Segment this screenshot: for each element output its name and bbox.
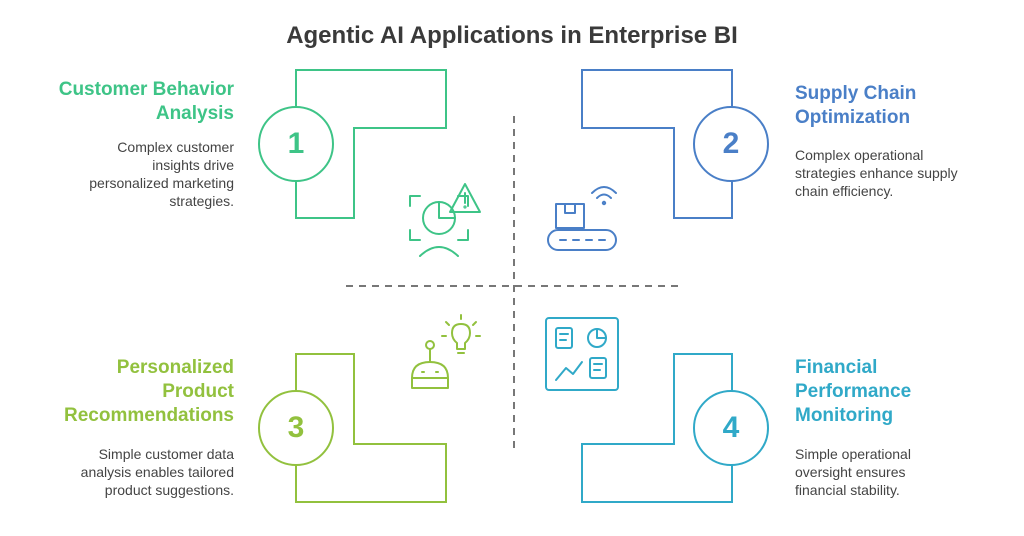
number-2: 2: [722, 127, 740, 160]
robot-lightbulb-icon: [411, 314, 481, 389]
quadrant-1-description-line: Complex customer: [117, 139, 234, 155]
quadrant-3-description: Simple customer data analysis enables ta…: [81, 445, 234, 499]
quadrant-1-title-line: Analysis: [155, 103, 234, 124]
number-circle-3: [258, 390, 334, 466]
quadrant-3-description-line: Simple customer data: [98, 446, 234, 462]
quadrant-3-title-line: Recommendations: [64, 405, 234, 426]
quadrant-1-title: Customer Behavior Analysis: [59, 78, 234, 126]
quadrant-3-description-line: analysis enables tailored: [80, 464, 234, 480]
conveyor-box-icon: [547, 186, 617, 251]
quadrant-2-title-line: Optimization: [795, 107, 911, 128]
number-4: 4: [722, 411, 740, 444]
quadrant-4-description-line: financial stability.: [795, 482, 900, 498]
quadrant-2-description-line: strategies enhance supply: [795, 165, 958, 181]
quadrant-4-description-line: Simple operational: [795, 446, 911, 462]
quadrant-4-description-line: oversight ensures: [795, 464, 906, 480]
quadrant-2-title-line: Supply Chain: [795, 83, 917, 104]
quadrant-1-description: Complex customer insights drive personal…: [89, 138, 234, 210]
quadrant-1-description-line: strategies.: [169, 193, 234, 209]
quadrant-4-title-line: Performance: [795, 381, 912, 402]
l-shape-3: [295, 353, 447, 503]
dashboard-icon: [545, 317, 619, 391]
number-circle-1: [258, 106, 334, 182]
quadrant-3-description-line: product suggestions.: [104, 482, 234, 498]
number-1: 1: [287, 127, 305, 160]
diagram-title: Agentic AI Applications in Enterprise BI: [286, 22, 738, 49]
quadrant-1-title-line: Customer Behavior: [58, 79, 234, 100]
l-shape-4: [581, 353, 733, 503]
quadrant-2-description: Complex operational strategies enhance s…: [795, 146, 958, 200]
l-shape-2: [581, 69, 733, 219]
number-circle-2: [693, 106, 769, 182]
quadrant-4-description: Simple operational oversight ensures fin…: [795, 445, 911, 499]
number-3: 3: [287, 411, 305, 444]
quadrant-3-title: Personalized Product Recommendations: [64, 356, 234, 428]
pie-chart-alert-icon: [409, 183, 481, 257]
quadrant-3-title-line: Personalized: [116, 357, 234, 378]
quadrant-2-description-line: chain efficiency.: [795, 183, 894, 199]
l-shape-1: [295, 69, 447, 219]
quadrant-4-title: Financial Performance Monitoring: [795, 356, 911, 428]
quadrant-2-title: Supply Chain Optimization: [795, 82, 916, 130]
quadrant-1-description-line: personalized marketing: [89, 175, 234, 191]
number-circle-4: [693, 390, 769, 466]
quadrant-3-title-line: Product: [162, 381, 234, 402]
quadrant-1-description-line: insights drive: [152, 157, 234, 173]
quadrant-4-title-line: Monitoring: [795, 405, 894, 426]
quadrant-2-description-line: Complex operational: [795, 147, 924, 163]
quadrant-4-title-line: Financial: [795, 357, 878, 378]
